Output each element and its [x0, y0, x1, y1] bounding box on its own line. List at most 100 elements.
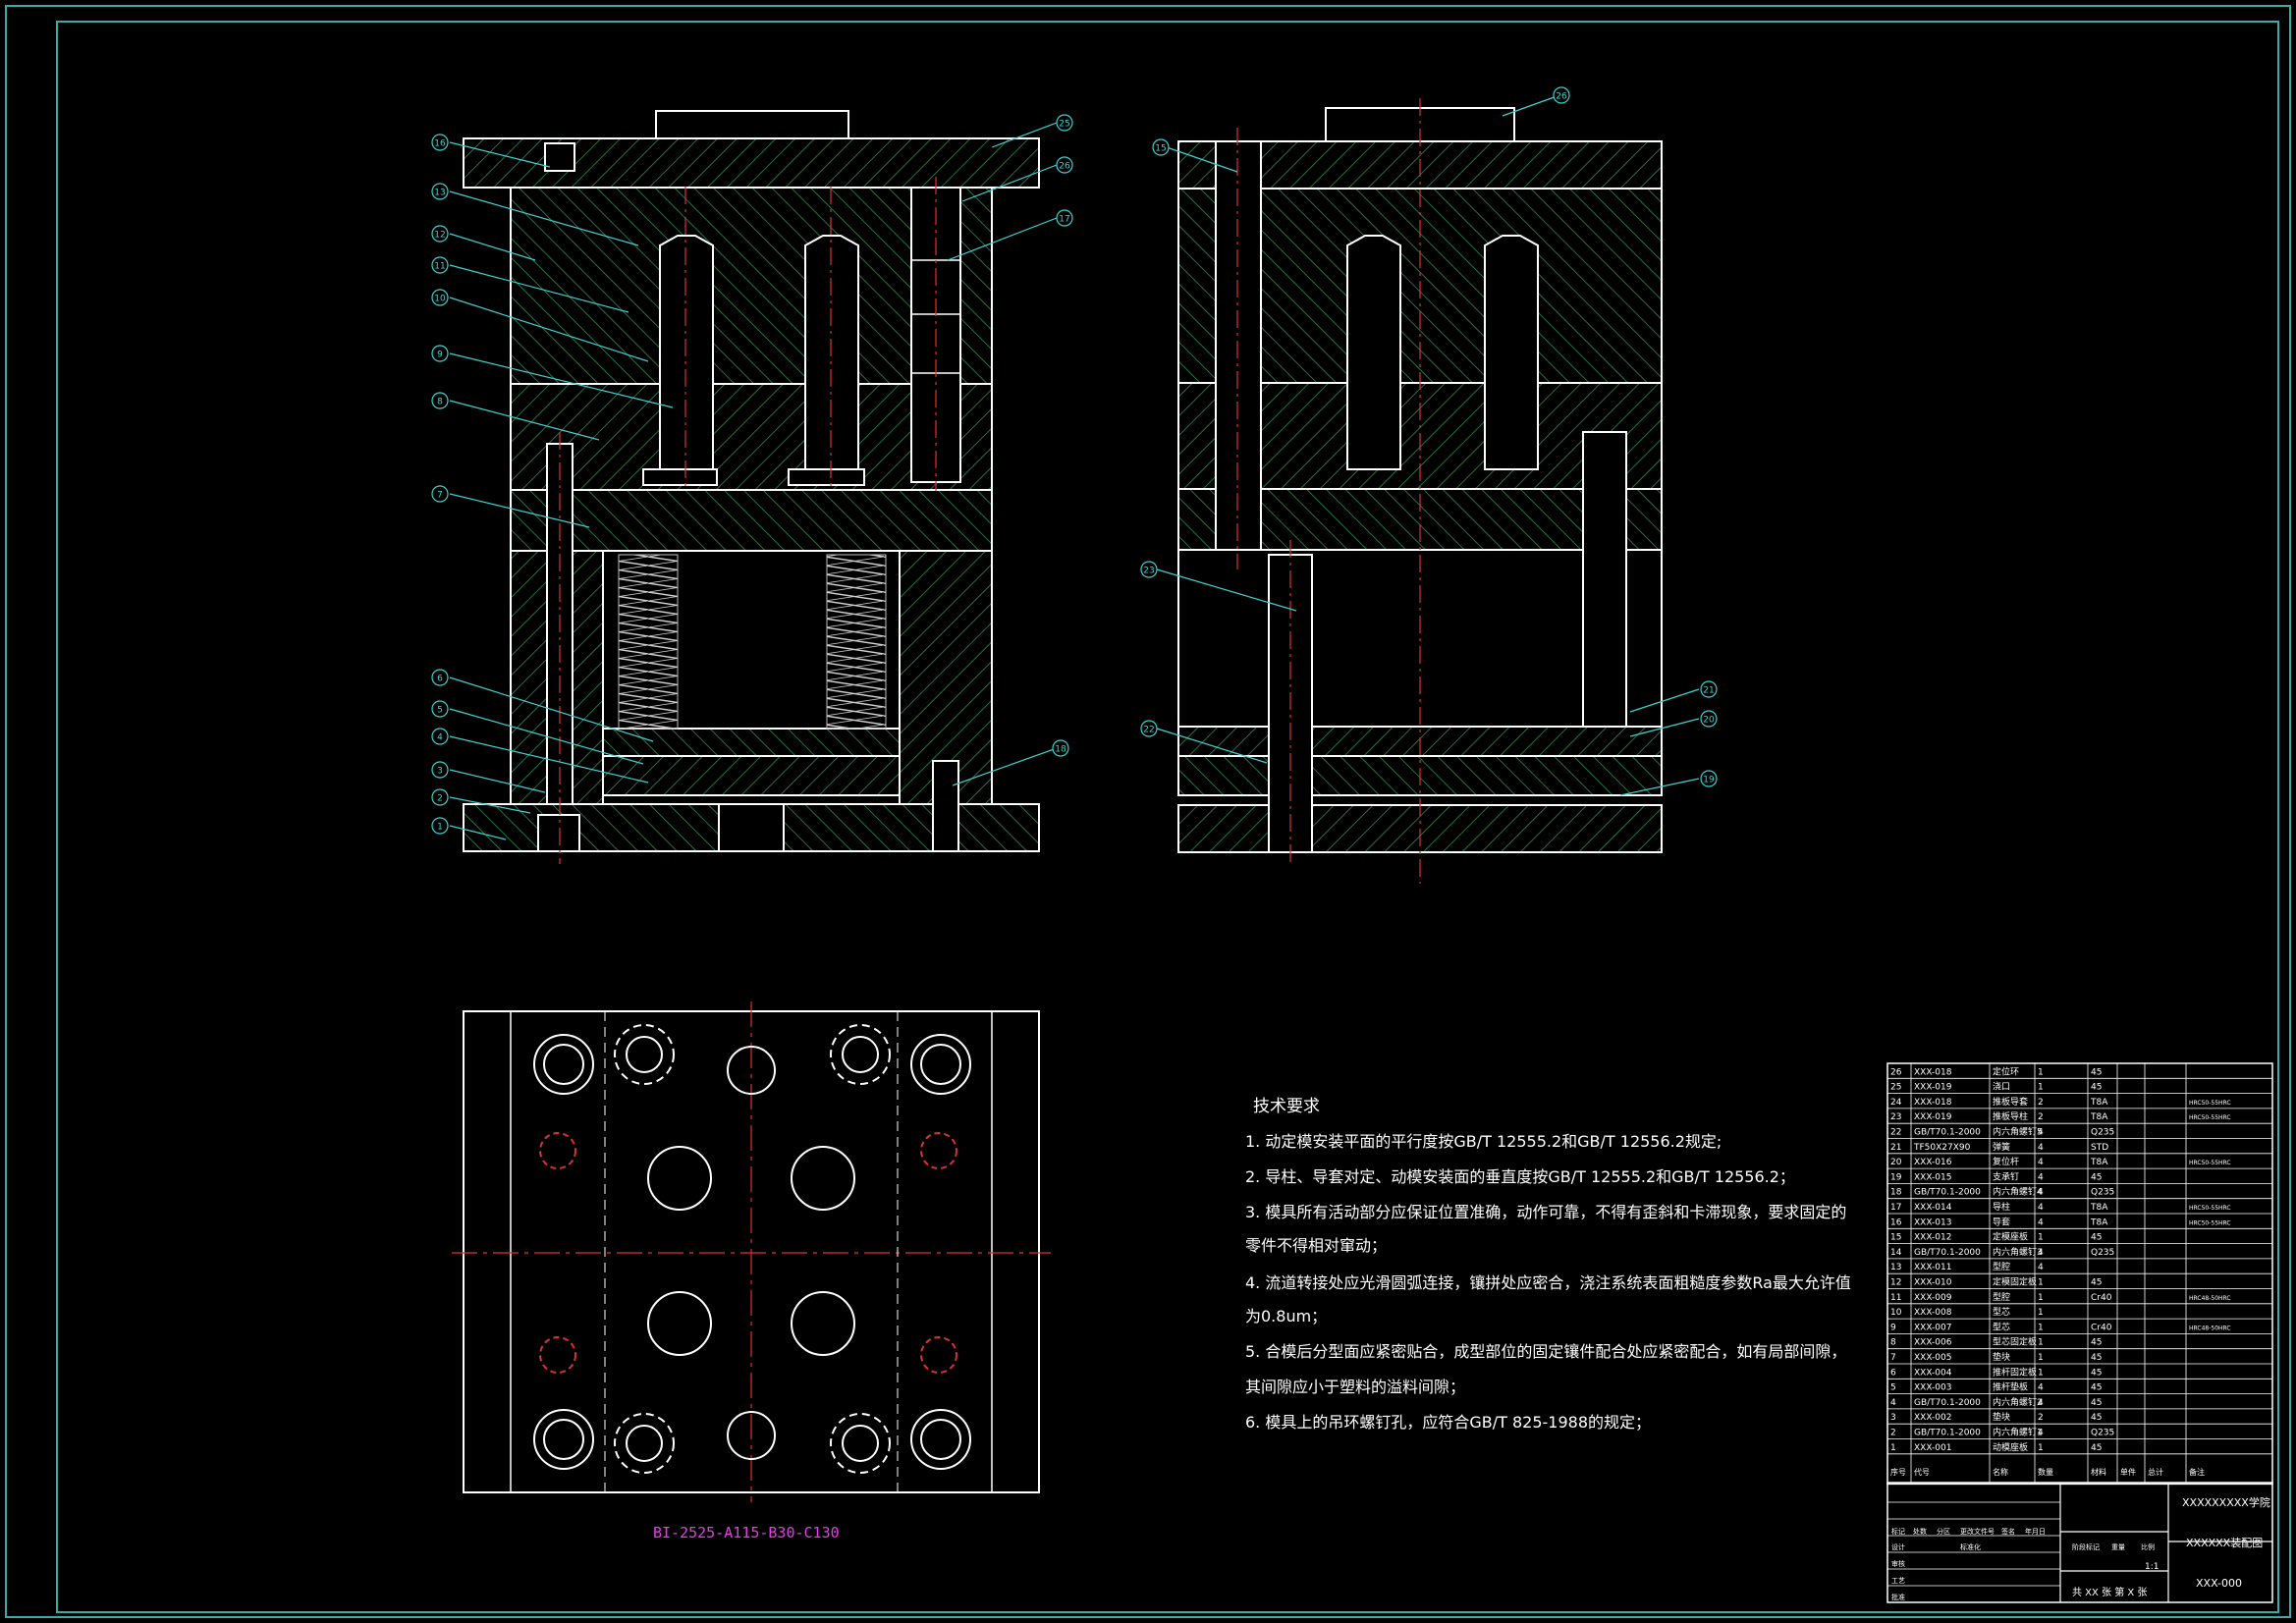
- callout-number: 19: [1703, 776, 1715, 785]
- bom-cell: 24: [1890, 1098, 1902, 1108]
- bom-cell: XXX-015: [1914, 1172, 1951, 1182]
- bom-cell: 2: [1890, 1429, 1896, 1438]
- bom-cell: 4: [1890, 1398, 1896, 1408]
- callout-bubble: [431, 134, 449, 151]
- title-drawing-name: XXXXXX装配图: [2186, 1537, 2263, 1549]
- bom-cell: GB/T70.1-2000: [1914, 1398, 1981, 1408]
- title-sheets: 共 XX 张 第 X 张: [2072, 1586, 2147, 1598]
- bom-header-cell: 序号: [1890, 1467, 1906, 1477]
- callout-bubble: [431, 700, 449, 718]
- bom-cell: 18: [1890, 1188, 1902, 1198]
- bom-cell: XXX-005: [1914, 1353, 1951, 1363]
- bom-header-cell: 代号: [1914, 1467, 1930, 1477]
- notes-line-5: 4. 流道转接处应光滑圆弧连接，镶拼处应密合，浇注系统表面粗糙度参数Ra最大允许…: [1245, 1273, 1851, 1292]
- callout-number: 26: [1059, 162, 1070, 172]
- bom-cell: XXX-008: [1914, 1308, 1952, 1318]
- bom-cell: XXX-001: [1914, 1443, 1951, 1453]
- title-label: 处数: [1913, 1527, 1927, 1536]
- bom-cell: 1: [2038, 1233, 2044, 1243]
- title-label: 更改文件号: [1960, 1527, 1995, 1536]
- bom-cell: T8A: [2090, 1203, 2108, 1213]
- bom-cell: 13: [1890, 1263, 1901, 1272]
- notes-line-3: 3. 模具所有活动部分应保证位置准确，动作可靠，不得有歪斜和卡滞现象，要求固定的: [1245, 1203, 1846, 1221]
- callout-bubble: [1056, 156, 1073, 174]
- callout-bubble: [1056, 114, 1073, 132]
- bom-cell: 19: [1890, 1172, 1902, 1182]
- bom-cell: 25: [1890, 1083, 1901, 1093]
- bom-cell: 15: [1890, 1233, 1901, 1243]
- bom-cell: 复位杆: [1993, 1156, 2019, 1167]
- bom-cell: 23: [1890, 1112, 1901, 1122]
- callout-bubble: [1052, 739, 1069, 757]
- bom-cell: 5: [1890, 1383, 1896, 1393]
- callout-number: 2: [437, 794, 443, 804]
- title-label: 比例: [2141, 1542, 2155, 1551]
- bom-cell: 4: [2038, 1217, 2044, 1227]
- bom-header-cell: 备注: [2189, 1467, 2205, 1477]
- bom-cell: HRC48-50HRC: [2189, 1295, 2231, 1302]
- bom-cell: 型芯: [1993, 1321, 2010, 1332]
- callout-bubble: [1140, 720, 1158, 737]
- bom-cell: 1: [1890, 1443, 1896, 1453]
- bom-cell: 45: [2091, 1338, 2102, 1348]
- bom-cell: 9: [1890, 1323, 1896, 1332]
- bom-cell: 浇口: [1993, 1081, 2010, 1093]
- bom-cell: 1: [2038, 1083, 2044, 1093]
- title-drawing-no: XXX-000: [2196, 1577, 2242, 1590]
- notes-heading: 技术要求: [1253, 1097, 1320, 1116]
- bom-cell: 10: [1890, 1308, 1902, 1318]
- plan-view-label: BI-2525-A115-B30-C130: [653, 1524, 840, 1542]
- callout-bubble: [431, 728, 449, 745]
- title-label: 设计: [1891, 1542, 1905, 1551]
- callout-number: 25: [1059, 120, 1069, 130]
- bom-cell: 26: [1890, 1067, 1902, 1077]
- bom-cell: T8A: [2090, 1217, 2108, 1227]
- bom-cell: HRC50-55HRC: [2189, 1219, 2231, 1226]
- bom-cell: HRC48-50HRC: [2189, 1325, 2231, 1331]
- bom-header-cell: 材料: [2091, 1467, 2106, 1477]
- bom-cell: XXX-010: [1914, 1278, 1952, 1288]
- callout-bubble: [1700, 680, 1718, 698]
- title-label: 标准化: [1960, 1542, 1981, 1551]
- callout-bubble: [431, 289, 449, 306]
- bom-cell: HRC50-55HRC: [2189, 1100, 2231, 1107]
- callout-number: 6: [437, 675, 443, 684]
- callout-number: 15: [1155, 144, 1166, 154]
- bom-cell: Cr40: [2091, 1323, 2112, 1332]
- bom-cell: 12: [1890, 1278, 1901, 1288]
- notes-line-9: 6. 模具上的吊环螺钉孔，应符合GB/T 825-1988的规定；: [1245, 1413, 1651, 1432]
- bom-cell: 2: [2038, 1413, 2044, 1423]
- bom-cell: 1: [2038, 1353, 2044, 1363]
- bom-cell: 4: [2038, 1172, 2044, 1182]
- bom-cell: 4: [2038, 1383, 2044, 1393]
- notes-line-2: 2. 导柱、导套对定、动模安装面的垂直度按GB/T 12555.2和GB/T 1…: [1245, 1167, 1795, 1186]
- bom-cell: 4: [2038, 1429, 2044, 1438]
- bom-cell: GB/T70.1-2000: [1914, 1248, 1981, 1258]
- callout-bubble: [1553, 86, 1570, 104]
- bom-cell: Q235: [2091, 1248, 2114, 1258]
- callout-number: 1: [437, 823, 443, 833]
- bom-cell: XXX-011: [1914, 1263, 1951, 1272]
- bom-cell: 2: [2038, 1098, 2044, 1108]
- bom-cell: 内六角螺钉3: [1993, 1246, 2043, 1258]
- bom-cell: 垫块: [1993, 1351, 2010, 1363]
- bom-cell: XXX-019: [1914, 1083, 1952, 1093]
- inner-frame: [56, 21, 2279, 1613]
- notes-line-6: 为0.8um；: [1245, 1307, 1327, 1325]
- callout-bubble: [1700, 770, 1718, 787]
- bom-cell: 45: [2091, 1233, 2102, 1243]
- bom-cell: 21: [1890, 1143, 1901, 1153]
- bom-cell: 导套: [1993, 1216, 2010, 1227]
- bom-cell: 17: [1890, 1203, 1901, 1213]
- title-label: 签名: [2001, 1527, 2015, 1536]
- bom-cell: 4: [2038, 1143, 2044, 1153]
- callout-number: 9: [437, 351, 443, 360]
- bom-cell: 14: [1890, 1248, 1902, 1258]
- title-scale: 1:1: [2145, 1562, 2159, 1572]
- bom-cell: 推板导套: [1993, 1096, 2028, 1108]
- bom-cell: 推板导柱: [1993, 1110, 2028, 1122]
- bom-cell: 4: [2038, 1128, 2044, 1138]
- bom-cell: 45: [2091, 1368, 2102, 1378]
- callout-bubble: [431, 256, 449, 274]
